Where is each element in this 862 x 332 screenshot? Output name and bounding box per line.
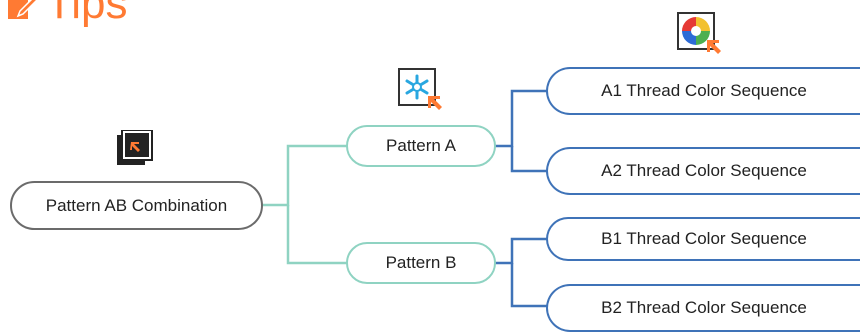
leaf-node-b1[interactable]: B1 Thread Color Sequence	[546, 217, 860, 261]
leaf-label-a2: A2 Thread Color Sequence	[601, 161, 807, 180]
root-node-label: Pattern AB Combination	[45, 195, 228, 215]
leaf-node-a2[interactable]: A2 Thread Color Sequence	[546, 147, 860, 195]
color-wheel-select-icon	[677, 12, 723, 61]
pattern-b-node[interactable]: Pattern B	[346, 242, 496, 284]
leaf-node-b2[interactable]: B2 Thread Color Sequence	[546, 284, 860, 332]
select-arrow-icon	[117, 129, 153, 171]
leaf-label-b1: B1 Thread Color Sequence	[601, 229, 807, 248]
pattern-a-node[interactable]: Pattern A	[346, 125, 496, 167]
pencil-icon	[6, 0, 40, 21]
root-node[interactable]: Pattern AB Combination	[10, 181, 263, 230]
tips-title: Tips	[46, 0, 128, 28]
leaf-label-b2: B2 Thread Color Sequence	[601, 298, 807, 317]
connector-lines	[262, 89, 548, 308]
leaf-node-a1[interactable]: A1 Thread Color Sequence	[546, 67, 860, 115]
pattern-b-label: Pattern B	[385, 253, 457, 272]
tips-heading: Tips	[6, 0, 128, 26]
pattern-a-label: Pattern A	[386, 136, 456, 155]
leaf-label-a1: A1 Thread Color Sequence	[601, 81, 807, 100]
snowflake-select-icon	[398, 68, 444, 115]
